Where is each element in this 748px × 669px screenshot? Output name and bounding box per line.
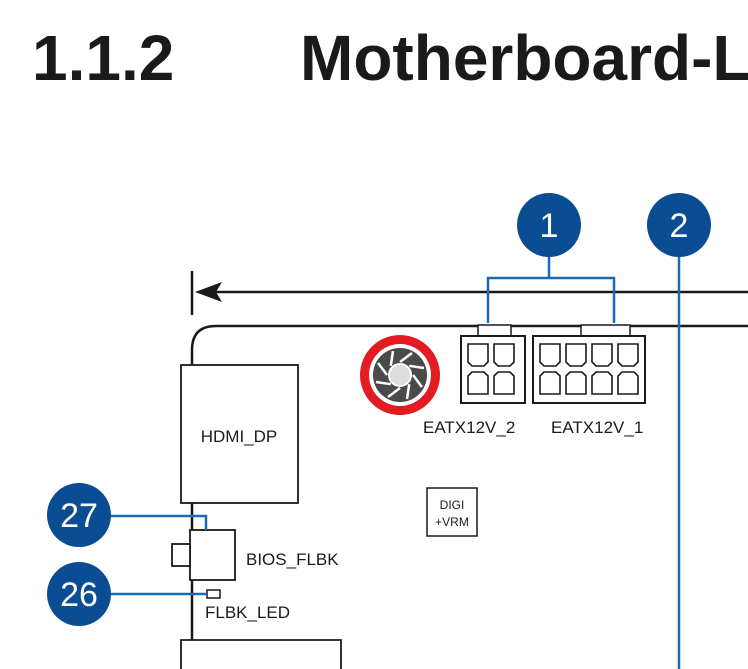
bottom-port: [180, 639, 342, 669]
callout-1: 1: [517, 193, 581, 257]
connector-pin: [565, 343, 587, 367]
connector-pin: [467, 371, 489, 395]
callout-2: 2: [647, 193, 711, 257]
screw-spoke: [411, 374, 423, 388]
hdmi-dp-label: HDMI_DP: [201, 427, 278, 446]
callout-26: 26: [47, 562, 111, 626]
connector-pin: [591, 371, 613, 395]
vrm-label: +VRM: [435, 515, 469, 529]
callout-26-number: 26: [60, 576, 98, 614]
eatx12v-2-pins: [467, 343, 515, 395]
callout-27: 27: [47, 483, 111, 547]
connector-pin: [565, 371, 587, 395]
connector-pin: [539, 343, 561, 367]
connector-pin: [493, 371, 515, 395]
screw-spoke: [377, 362, 389, 376]
eatx12v-2-label: EATX12V_2: [423, 418, 515, 437]
mounting-hole-center: [388, 363, 412, 387]
connector-pin: [591, 343, 613, 367]
screw-spoke: [389, 350, 395, 366]
connector-pin: [493, 343, 515, 367]
screw-spoke: [387, 386, 401, 398]
digi-vrm-chip: [426, 487, 478, 537]
eatx12v-1-label: EATX12V_1: [551, 418, 643, 437]
connector-pin: [617, 371, 639, 395]
board-outline: [190, 324, 748, 669]
callout-1-number: 1: [540, 207, 559, 245]
callout-27-leader: [104, 514, 208, 530]
screw-spoke: [409, 364, 425, 370]
screw-spoke: [399, 352, 413, 364]
connector-pin: [467, 343, 489, 367]
mounting-hole-screw-icon: [375, 350, 425, 400]
flbk-led-label: FLBK_LED: [205, 603, 290, 622]
section-title: Motherboard-La: [300, 22, 748, 94]
connector-pin: [539, 371, 561, 395]
callout-2-number: 2: [670, 207, 689, 245]
screw-spoke: [375, 380, 391, 386]
hdmi-dp-port: [180, 364, 299, 504]
dimension-arrowhead: [195, 282, 222, 302]
section-number: 1.1.2: [32, 22, 174, 94]
screw-spoke: [405, 384, 411, 400]
callout-27-number: 27: [60, 497, 98, 535]
bios-flbk-button: [189, 529, 236, 581]
bios-flbk-button-knob: [171, 543, 191, 567]
flbk-led: [206, 589, 221, 599]
connector-pin: [617, 343, 639, 367]
callout-1-leader: [486, 256, 616, 323]
bios-flbk-label: BIOS_FLBK: [246, 550, 339, 569]
eatx12v-1-pins: [539, 343, 639, 395]
digi-label: DIGI: [440, 498, 465, 512]
